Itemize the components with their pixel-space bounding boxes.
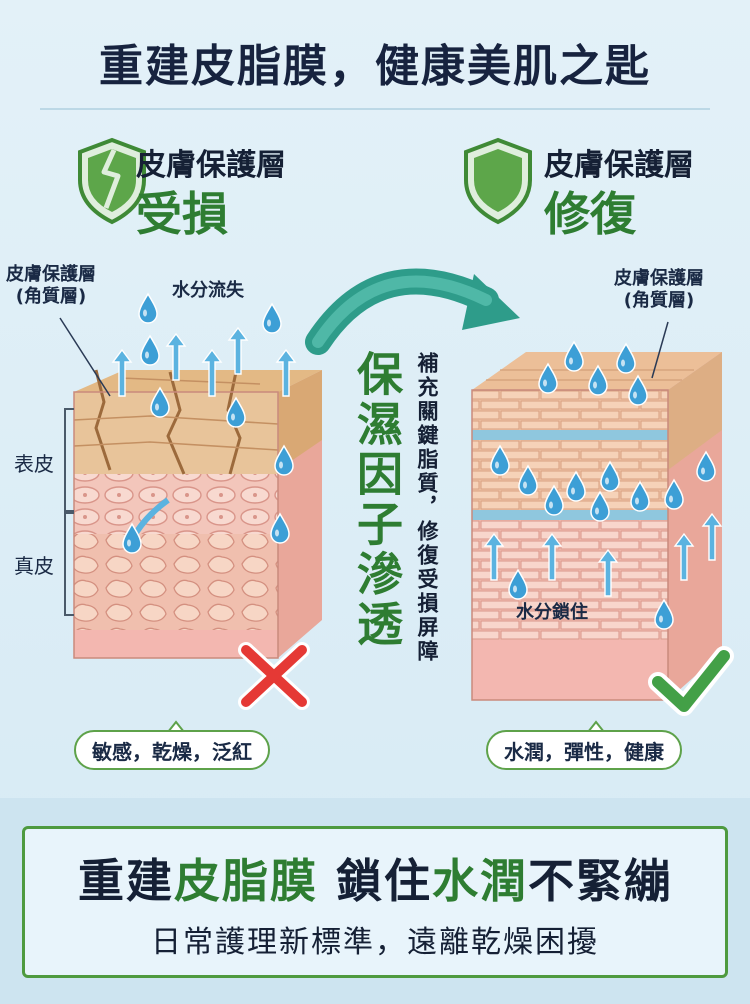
water-loss-annotation: 水分流失	[172, 280, 244, 301]
damaged-skin-block	[59, 293, 322, 659]
footer-headline-part: 不緊繃	[528, 854, 672, 908]
footer-box: 重建皮脂膜 鎖住水潤不緊繃 日常護理新標準，遠離乾燥困擾	[22, 826, 728, 978]
left-label-small: 皮膚保護層	[136, 148, 286, 183]
broken-shield-icon	[78, 137, 146, 225]
page-title: 重建皮脂膜，健康美肌之匙	[99, 41, 651, 92]
shield-icon	[464, 137, 532, 225]
footer-headline-part: 重建	[77, 854, 174, 908]
check-icon	[648, 646, 734, 716]
right-label-big: 修復	[544, 187, 636, 241]
curved-arrow-icon	[305, 268, 520, 355]
moisture-factor-penetration: 保濕因子滲透	[350, 350, 404, 650]
lipid-repair-caption: 補充關鍵脂質，修復受損屏障	[415, 352, 439, 664]
header-divider	[40, 108, 710, 110]
right-label-small: 皮膚保護層	[544, 148, 694, 183]
footer-headline-part: 水潤	[432, 854, 528, 908]
repaired-skin-block	[471, 321, 722, 701]
epidermis-bracket	[64, 408, 74, 512]
footer-headline-part: 皮脂膜	[173, 854, 318, 908]
footer-headline: 重建皮脂膜 鎖住水潤不緊繃	[25, 845, 725, 911]
footer-subline: 日常護理新標準，遠離乾燥困擾	[151, 925, 599, 960]
dermis-bracket	[64, 512, 74, 616]
left-layer-annotation: 皮膚保護層 (角質層)	[6, 264, 96, 307]
healthy-results-pill: 水潤，彈性，健康	[486, 730, 682, 770]
water-locked-annotation: 水分鎖住	[516, 602, 588, 623]
epidermis-label: 表皮	[14, 452, 54, 476]
cross-icon	[238, 642, 310, 710]
right-layer-annotation: 皮膚保護層 (角質層)	[614, 268, 704, 311]
damaged-symptoms-pill: 敏感，乾燥，泛紅	[74, 730, 270, 770]
dermis-label: 真皮	[14, 554, 54, 578]
left-label-big: 受損	[136, 187, 228, 241]
footer-headline-part: 鎖住	[317, 854, 432, 908]
